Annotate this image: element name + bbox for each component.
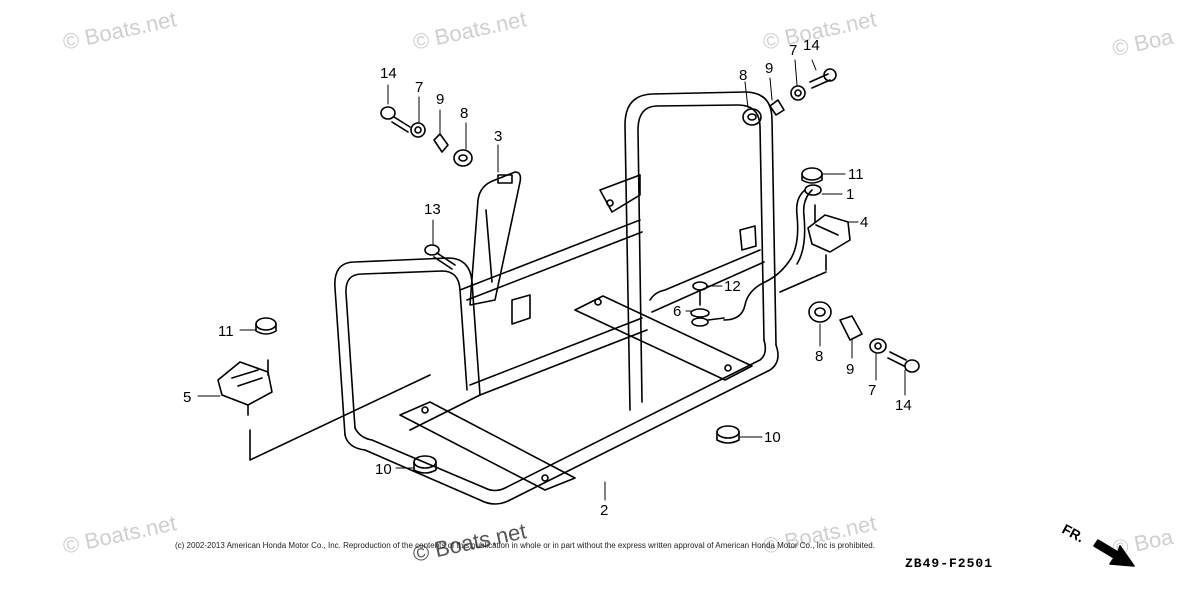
callout-11: 11 — [848, 166, 864, 183]
nut-part-11-left — [255, 317, 277, 335]
leader-lines — [197, 59, 906, 501]
callout-labels: 14 7 9 8 3 13 11 5 10 2 10 8 9 7 14 11 1… — [183, 37, 912, 519]
callout-9: 9 — [765, 60, 773, 77]
callout-5: 5 — [183, 389, 191, 406]
diagram-code: ZB49-F2501 — [905, 556, 994, 571]
hardware-set-bottom-right — [808, 301, 920, 373]
callout-11: 11 — [218, 323, 234, 340]
callout-9: 9 — [436, 91, 444, 108]
callout-3: 3 — [494, 128, 502, 145]
nut-part-10-left — [413, 455, 437, 474]
callout-8: 8 — [739, 67, 747, 84]
callout-12: 12 — [724, 278, 741, 295]
hardware-set-top-left — [380, 106, 473, 167]
callout-10: 10 — [375, 461, 392, 478]
callout-6: 6 — [673, 303, 681, 320]
callout-1: 1 — [846, 186, 854, 203]
hardware-set-top-right — [742, 68, 837, 126]
callout-14: 14 — [380, 65, 397, 82]
copyright-notice: (c) 2002-2013 American Honda Motor Co., … — [175, 541, 875, 550]
bracket-part-3 — [469, 171, 522, 306]
bolt-part-12 — [690, 281, 725, 327]
callout-8: 8 — [815, 348, 823, 365]
callout-2: 2 — [600, 502, 608, 519]
callout-7: 7 — [868, 382, 876, 399]
nut-part-11-right — [801, 167, 823, 184]
callout-13: 13 — [424, 201, 441, 218]
callout-9: 9 — [846, 361, 854, 378]
callout-4: 4 — [860, 214, 868, 231]
callout-8: 8 — [460, 105, 468, 122]
callout-10: 10 — [764, 429, 781, 446]
front-direction-arrow-icon — [1093, 539, 1135, 567]
callout-14: 14 — [895, 397, 912, 414]
frame-part-2 — [334, 91, 779, 505]
bolt-part-13 — [424, 244, 456, 270]
callout-7: 7 — [789, 42, 797, 59]
mount-part-4 — [779, 204, 851, 293]
callout-7: 7 — [415, 79, 423, 96]
nut-part-10-right — [716, 425, 740, 444]
mount-part-5 — [217, 359, 431, 461]
ground-cable-part-1 — [723, 184, 822, 321]
callout-14: 14 — [803, 37, 820, 54]
